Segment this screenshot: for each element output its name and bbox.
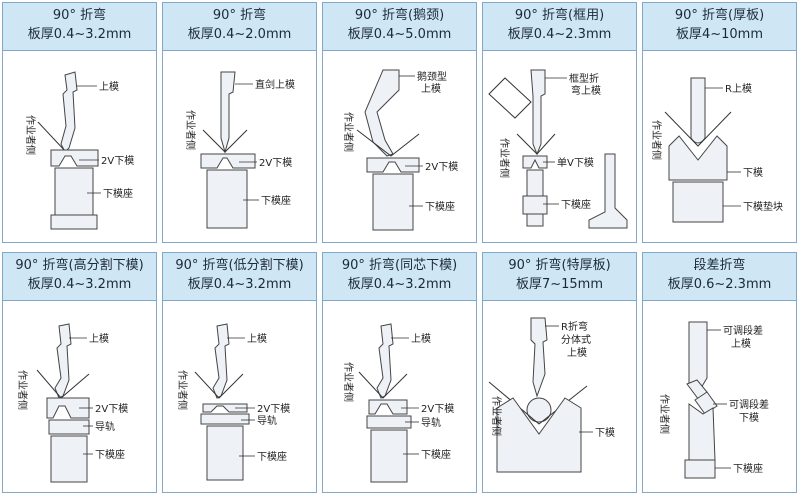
part-label: 弯上模 <box>571 84 601 97</box>
bend-diagram: 上模 2V下模 导轨 下模座 作业者侧 <box>342 323 454 483</box>
part-label: 作业者侧 <box>490 396 503 436</box>
part-label: 下模 <box>595 427 615 439</box>
part-label: 上模 <box>731 338 751 350</box>
panel-header: 90° 折弯(高分割下模) 板厚0.4~3.2mm <box>3 253 156 301</box>
part-label: 可调段差 <box>723 324 763 337</box>
panel-90-bend-box: 90° 折弯(框用) 板厚0.4~2.3mm 框型折 弯上模 单V下模 下模座 … <box>482 2 637 243</box>
part-label: R折弯 <box>561 320 588 333</box>
part-label: 导轨 <box>95 420 115 433</box>
part-label: 鹅颈型 <box>417 70 447 83</box>
panel-header: 段差折弯 板厚0.6~2.3mm <box>643 253 796 301</box>
panel-header: 90° 折弯 板厚0.4~2.0mm <box>163 3 316 51</box>
panel-title: 90° 折弯(特厚板) <box>508 258 611 273</box>
bend-diagram: R上模 下模 下模垫块 作业者侧 <box>650 77 783 223</box>
panel-thickness: 板厚0.4~3.2mm <box>27 27 132 42</box>
panel-thickness: 板厚7~15mm <box>515 277 604 292</box>
part-label: 2V下模 <box>257 403 290 415</box>
part-label: 作业者侧 <box>16 370 29 410</box>
part-label: 导轨 <box>257 414 277 427</box>
panel-header: 90° 折弯 板厚0.4~3.2mm <box>3 3 156 51</box>
bend-diagram: 上模 2V下模 导轨 下模座 作业者侧 <box>176 323 290 481</box>
part-label: R上模 <box>725 83 752 95</box>
bend-diagram: 上模 2V下模 下模座 作业者侧 <box>24 71 134 230</box>
part-label: 2V下模 <box>259 157 292 169</box>
part-label: 2V下模 <box>95 403 128 415</box>
bend-diagram: 直剑上模 2V下模 下模座 作业者侧 <box>184 71 295 229</box>
panel-thickness: 板厚0.4~2.3mm <box>507 27 612 42</box>
part-label: 下模座 <box>103 187 133 200</box>
part-label: 下模座 <box>561 198 591 211</box>
part-label: 下模座 <box>95 448 125 461</box>
panel-90-bend-extra-thick-plate: 90° 折弯(特厚板) 板厚7~15mm R折弯 分体式 上模 下模 作业者侧 <box>482 252 637 493</box>
part-label: 可调段差 <box>729 398 769 411</box>
panel-title: 90° 折弯(同芯下模) <box>341 258 458 273</box>
panel-90-bend: 90° 折弯 板厚0.4~3.2mm 上模 2V下模 下模座 作业者侧 <box>2 2 157 243</box>
panel-title: 90° 折弯 <box>52 8 107 23</box>
panel-thickness: 板厚4~10mm <box>675 27 764 42</box>
part-label: 作业者侧 <box>176 370 189 410</box>
part-label: 作业者侧 <box>658 394 671 434</box>
part-label: 导轨 <box>421 416 441 429</box>
panel-90-bend-gooseneck: 90° 折弯(鹅颈) 板厚0.4~5.0mm 鹅颈型 上模 2V下模 下模座 作… <box>322 2 477 243</box>
bend-diagram: R折弯 分体式 上模 下模 作业者侧 <box>488 317 615 473</box>
panel-thickness: 板厚0.4~3.2mm <box>27 277 132 292</box>
panel-header: 90° 折弯(鹅颈) 板厚0.4~5.0mm <box>323 3 476 51</box>
part-label: 下模座 <box>421 448 451 461</box>
panel-90-bend-thick-plate: 90° 折弯(厚板) 板厚4~10mm R上模 下模 下模垫块 作业者侧 <box>642 2 797 243</box>
panel-title: 90° 折弯(框用) <box>514 8 605 23</box>
panel-title: 90° 折弯(低分割下模) <box>175 258 304 273</box>
part-label: 分体式 <box>561 333 591 346</box>
part-label: 下模座 <box>257 450 287 463</box>
part-label: 上模 <box>411 333 431 345</box>
part-label: 作业者侧 <box>24 115 37 155</box>
part-label: 下模 <box>739 412 759 424</box>
part-label: 下模座 <box>733 462 763 475</box>
part-label: 下模座 <box>261 194 291 207</box>
part-label: 框型折 <box>569 72 599 85</box>
bend-diagram: 可调段差 上模 可调段差 下模 下模座 作业者侧 <box>658 321 769 479</box>
part-label: 作业者侧 <box>650 120 663 160</box>
part-label: 上模 <box>567 347 587 359</box>
part-label: 上模 <box>421 83 441 95</box>
part-label: 上模 <box>247 333 267 345</box>
panel-90-bend-straight-punch: 90° 折弯 板厚0.4~2.0mm 直剑上模 2V下模 下模座 作业者侧 <box>162 2 317 243</box>
panel-offset-bend: 段差折弯 板厚0.6~2.3mm 可调段差 上模 可调段差 下模 下模座 作业者… <box>642 252 797 493</box>
part-label: 下模 <box>743 167 763 179</box>
bend-diagram: 鹅颈型 上模 2V下模 下模座 作业者侧 <box>342 69 458 231</box>
panel-title: 90° 折弯(高分割下模) <box>15 258 144 273</box>
part-label: 作业者侧 <box>184 110 197 150</box>
part-label: 上模 <box>99 81 119 93</box>
panel-thickness: 板厚0.6~2.3mm <box>667 277 772 292</box>
part-label: 2V下模 <box>425 161 458 173</box>
panel-90-bend-high-split-die: 90° 折弯(高分割下模) 板厚0.4~3.2mm 上模 2V下模 导轨 下模座… <box>2 252 157 493</box>
part-label: 上模 <box>89 333 109 345</box>
panel-header: 90° 折弯(低分割下模) 板厚0.4~3.2mm <box>163 253 316 301</box>
panel-header: 90° 折弯(厚板) 板厚4~10mm <box>643 3 796 51</box>
panel-title: 段差折弯 <box>693 258 746 273</box>
panel-title: 90° 折弯 <box>212 8 267 23</box>
panel-header: 90° 折弯(同芯下模) 板厚0.4~3.2mm <box>323 253 476 301</box>
part-label: 下模垫块 <box>743 200 783 213</box>
panel-thickness: 板厚0.4~3.2mm <box>187 277 292 292</box>
panel-90-bend-low-split-die: 90° 折弯(低分割下模) 板厚0.4~3.2mm 上模 2V下模 导轨 下模座… <box>162 252 317 493</box>
part-label: 单V下模 <box>557 157 594 169</box>
panel-title: 90° 折弯(鹅颈) <box>354 8 445 23</box>
panel-title: 90° 折弯(厚板) <box>674 8 765 23</box>
panel-thickness: 板厚0.4~3.2mm <box>347 277 452 292</box>
panel-thickness: 板厚0.4~5.0mm <box>347 27 452 42</box>
part-label: 直剑上模 <box>255 78 295 91</box>
panel-90-bend-concentric-die: 90° 折弯(同芯下模) 板厚0.4~3.2mm 上模 2V下模 导轨 下模座 … <box>322 252 477 493</box>
bend-diagram: 框型折 弯上模 单V下模 下模座 作业者侧 <box>488 69 628 229</box>
part-label: 作业者侧 <box>498 138 511 178</box>
part-label: 作业者侧 <box>342 112 355 152</box>
part-label: 下模座 <box>425 200 455 213</box>
panel-header: 90° 折弯(特厚板) 板厚7~15mm <box>483 253 636 301</box>
part-label: 作业者侧 <box>342 362 355 402</box>
panel-thickness: 板厚0.4~2.0mm <box>187 27 292 42</box>
panel-header: 90° 折弯(框用) 板厚0.4~2.3mm <box>483 3 636 51</box>
part-label: 2V下模 <box>421 403 454 415</box>
part-label: 2V下模 <box>101 155 134 167</box>
bend-diagram: 上模 2V下模 导轨 下模座 作业者侧 <box>16 323 128 483</box>
